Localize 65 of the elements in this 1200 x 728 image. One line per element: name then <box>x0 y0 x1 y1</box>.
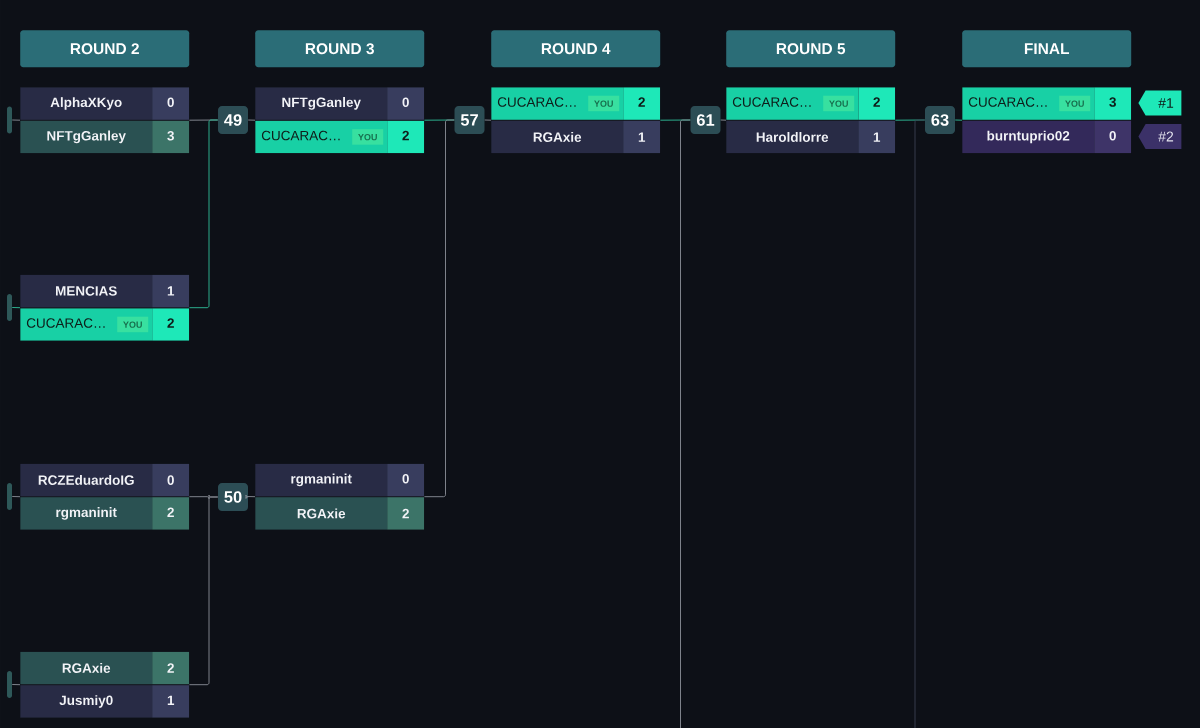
bracket-line <box>914 119 926 728</box>
match-card <box>255 463 425 530</box>
match-card <box>726 87 896 154</box>
bracket-line <box>11 119 21 121</box>
player-result: AlphaXKyo 0 <box>50 97 174 110</box>
bracket-line <box>680 119 691 728</box>
player-result: RCZEduardoIG 0 <box>38 475 174 485</box>
player-result: CUCARAC… YOU 2 <box>732 95 880 112</box>
connector-tab <box>7 106 12 134</box>
bracket-line <box>247 119 256 121</box>
player-result: CUCARAC… YOU 2 <box>261 129 409 145</box>
bracket-line <box>188 496 219 686</box>
bracket-line <box>188 119 219 309</box>
node-label: 2 <box>402 130 409 141</box>
node-label: CUCARAC… <box>968 97 1047 107</box>
match-number: 50 <box>218 483 248 511</box>
match-number: 61 <box>690 106 721 134</box>
connector-tab <box>7 483 12 510</box>
player-result: rgmaninit 2 <box>56 507 174 520</box>
player-result: RGAxie 1 <box>533 132 646 142</box>
match-card <box>255 87 425 154</box>
round-header: FINAL <box>962 30 1132 68</box>
player-result: CUCARAC… YOU 3 <box>968 95 1116 112</box>
player-result: rgmaninit 0 <box>291 473 409 487</box>
match-card <box>20 651 190 718</box>
match-card <box>491 87 661 154</box>
match-number: 63 <box>925 106 955 134</box>
bracket-line <box>11 684 21 686</box>
match-number: 57 <box>454 106 485 134</box>
connector-tab <box>7 671 12 698</box>
bracket-line <box>720 119 727 121</box>
node-label: 2 <box>167 318 174 328</box>
node-label: 2 <box>873 97 880 107</box>
node-label: 3 <box>1109 97 1116 107</box>
player-result: Jusmiy0 1 <box>59 695 175 708</box>
bracket-line <box>423 119 455 498</box>
bracket-line <box>484 119 492 121</box>
player-result: NFTgGanley 3 <box>47 130 174 144</box>
bracket-line <box>245 494 256 499</box>
player-result: RGAxie 2 <box>297 508 409 519</box>
round-header: ROUND 4 <box>491 30 661 68</box>
match-card <box>20 463 190 530</box>
connector-tab <box>7 294 12 321</box>
round-header: ROUND 3 <box>255 30 425 68</box>
node-label: CUCARAC… <box>26 318 105 328</box>
node-label: 2 <box>638 97 645 107</box>
match-card <box>20 274 190 341</box>
round-header: ROUND 5 <box>726 30 896 68</box>
player-result: Haroldlorre 1 <box>756 132 881 142</box>
match-card <box>20 87 190 154</box>
player-result: CUCARAC… YOU 2 <box>497 95 645 112</box>
node-label: CUCARAC… <box>732 97 811 107</box>
player-result: burntuprio02 0 <box>987 130 1116 144</box>
node-label: CUCARAC… <box>497 97 576 107</box>
match-number: 49 <box>218 106 248 134</box>
node-label: CUCARAC… <box>261 130 340 141</box>
player-result: RGAxie 2 <box>62 663 174 673</box>
player-result: CUCARAC… YOU 2 <box>26 316 174 333</box>
player-result: MENCIAS 1 <box>56 286 175 296</box>
player-result: NFTgGanley 0 <box>282 97 409 110</box>
bracket-line <box>11 496 21 498</box>
bracket-line <box>954 119 963 121</box>
bracket-line <box>11 307 21 309</box>
match-card <box>962 87 1132 154</box>
round-header: ROUND 2 <box>20 30 190 68</box>
